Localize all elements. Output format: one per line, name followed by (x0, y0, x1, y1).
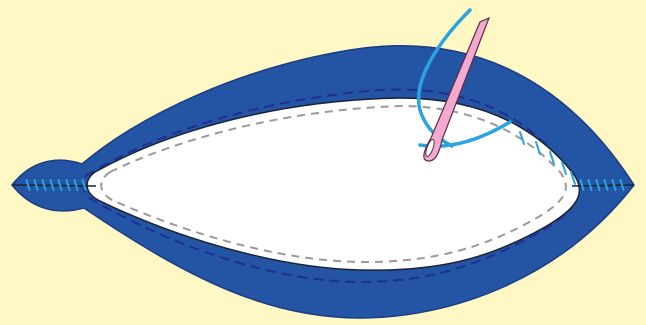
diagram-svg (0, 0, 646, 325)
sewing-diagram (0, 0, 646, 325)
